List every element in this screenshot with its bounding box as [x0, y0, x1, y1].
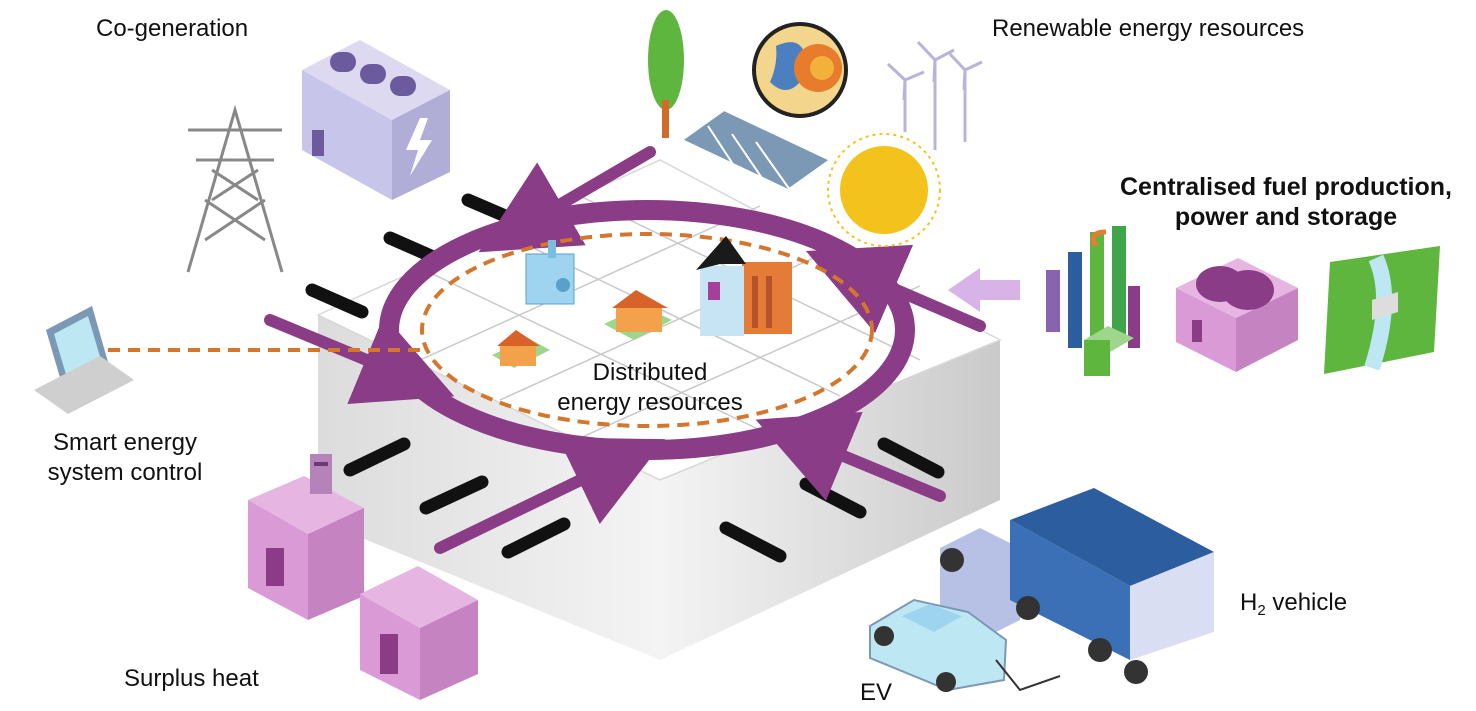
label-centralised-line1: Centralised fuel production,	[1120, 173, 1452, 201]
storage-tank-icon	[1176, 258, 1298, 372]
ev-car-icon	[869, 598, 1061, 692]
label-h2-prefix: H	[1240, 589, 1258, 616]
label-h2-vehicle: H2 vehicle	[1240, 588, 1347, 626]
label-distributed-resources: Distributed energy resources	[530, 358, 770, 418]
sun-icon	[827, 133, 941, 247]
label-distributed-line1: Distributed	[592, 359, 708, 386]
purple-ring	[379, 200, 915, 460]
blue-building-icon	[525, 240, 575, 305]
pipe	[877, 437, 945, 479]
label-cogeneration: Co-generation	[96, 15, 249, 42]
label-centralised: Centralised fuel production, power and s…	[1096, 172, 1476, 232]
dashed-distribution-ring	[420, 232, 874, 428]
label-centralised-line2: power and storage	[1174, 203, 1398, 231]
computer-icon	[34, 306, 134, 414]
small-house-icon	[492, 330, 550, 368]
label-smart-control: Smart energy system control	[10, 428, 240, 488]
pipe	[305, 283, 369, 319]
centralised-arrow-icon	[948, 268, 1020, 312]
cogeneration-plant-icon	[302, 40, 450, 200]
factory-icon	[248, 454, 478, 700]
label-ev: EV	[860, 679, 893, 706]
wind-turbines-icon	[886, 40, 983, 150]
arrow-bottom	[434, 437, 666, 554]
distributed-buildings	[492, 236, 792, 368]
transmission-tower-icon	[186, 104, 284, 273]
label-h2-subscript: 2	[1257, 602, 1266, 619]
label-smart-line2: system control	[47, 459, 203, 486]
medium-house-icon	[604, 290, 672, 340]
label-surplus-heat: Surplus heat	[124, 665, 259, 692]
hydro-dam-icon	[1324, 246, 1440, 374]
pipe	[343, 437, 411, 477]
pipe	[419, 475, 489, 515]
label-distributed-line2: energy resources	[557, 389, 743, 416]
arrow-bottom-right	[755, 412, 946, 502]
globe-icon	[752, 22, 848, 118]
tree-icon	[648, 10, 684, 138]
pipe	[719, 521, 787, 563]
label-smart-line1: Smart energy	[52, 429, 198, 456]
pipe	[501, 517, 571, 559]
solar-panel-icon	[680, 108, 832, 192]
label-h2-suffix: vehicle	[1265, 589, 1348, 616]
tall-house-icon	[696, 236, 792, 336]
industrial-plant-icon	[1046, 226, 1140, 376]
label-renewable-resources: Renewable energy resources	[992, 15, 1305, 42]
